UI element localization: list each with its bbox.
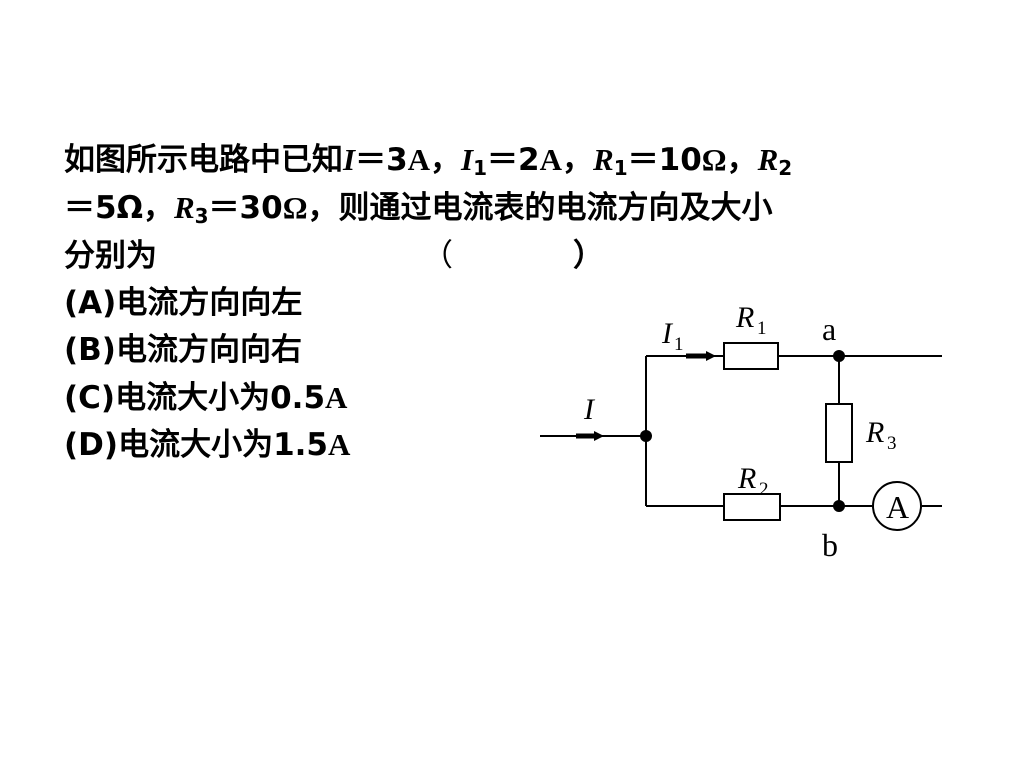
amp-unit: A [407, 142, 431, 177]
resistor-r2 [723, 493, 781, 521]
ohm-unit: Ω [282, 190, 308, 225]
junction-dots [640, 350, 845, 512]
current-arrows [576, 351, 716, 441]
current-i-value: 3 [386, 142, 408, 178]
question-line-3-text: 分别为 [64, 238, 157, 274]
junction-left-dot [640, 430, 652, 442]
label-r1: R [735, 301, 754, 334]
arrow-i1-icon [706, 351, 716, 361]
ohm-unit: Ω [701, 142, 727, 177]
equals-sign: ＝ [64, 190, 95, 226]
label-r2: R [737, 462, 756, 495]
option-label: (D) [64, 427, 119, 463]
options-list: (A)电流方向向左 (B)电流方向向右 (C)电流大小为0.5A (D)电流大小… [64, 280, 350, 468]
resistor-r1 [723, 342, 779, 370]
option-text: 电流方向向右 [115, 332, 302, 368]
junction-a-dot [833, 350, 845, 362]
resistor-r3-symbol: R [173, 190, 195, 225]
resistor-r2-subscript: 2 [778, 156, 793, 180]
node-b-label: b [822, 527, 838, 563]
current-i1-subscript: 1 [473, 156, 488, 180]
option-text: 电流大小为0.5 [115, 380, 326, 416]
question-line-1: 如图所示电路中已知I＝3A，I1＝2A，R1＝10Ω，R2 [64, 136, 984, 184]
current-i1-value: 2 [518, 142, 540, 178]
resistor-r2-value: 5 [95, 190, 117, 226]
question-line-2: ＝5Ω，R3＝30Ω，则通过电流表的电流方向及大小 [64, 184, 984, 232]
label-r1-subscript: 1 [757, 318, 767, 339]
option-text: 电流大小为1.5 [118, 427, 328, 463]
option-text: 电流方向向左 [116, 285, 303, 321]
option-a: (A)电流方向向左 [64, 280, 350, 327]
label-i: I [583, 393, 596, 426]
resistors [723, 342, 853, 521]
comma: ， [142, 190, 174, 226]
resistor-r3 [825, 403, 853, 463]
resistor-r1-symbol: R [593, 142, 614, 177]
resistor-r3-value: 30 [239, 190, 283, 226]
option-label: (A) [64, 285, 117, 321]
resistor-r1-subscript: 1 [613, 156, 628, 180]
comma: ， [562, 142, 594, 178]
comma: ， [430, 142, 462, 178]
answer-paren-close: ） [573, 238, 604, 274]
equals-sign: ＝ [487, 142, 519, 178]
label-i1-subscript: 1 [674, 334, 684, 355]
question-text: 如图所示电路中已知I＝3A，I1＝2A，R1＝10Ω，R2 ＝5Ω，R3＝30Ω… [64, 136, 984, 280]
current-i-symbol: I [343, 142, 356, 177]
label-r3: R [865, 416, 884, 449]
comma: ， [726, 142, 758, 178]
node-a-label: a [822, 311, 836, 347]
option-b: (B)电流方向向右 [64, 327, 350, 374]
option-label: (B) [64, 332, 116, 368]
equals-sign: ＝ [355, 142, 387, 178]
label-r3-subscript: 3 [887, 433, 897, 454]
question-intro: 如图所示电路中已知 [64, 142, 343, 178]
label-i1: I [661, 317, 674, 350]
option-unit: A [325, 380, 348, 415]
ammeter-icon [872, 481, 922, 531]
current-i1-symbol: I [461, 142, 474, 177]
answer-paren-open: （ [422, 238, 453, 274]
question-tail: 则通过电流表的电流方向及大小 [338, 190, 773, 226]
label-r2-subscript: 2 [759, 479, 769, 500]
option-c: (C)电流大小为0.5A [64, 374, 350, 421]
ammeter-label: A [886, 489, 909, 525]
junction-b-dot [833, 500, 845, 512]
ohm-unit: Ω [116, 190, 143, 226]
option-label: (C) [64, 380, 116, 416]
resistor-r1-value: 10 [658, 142, 702, 178]
arrow-i-icon [594, 431, 604, 441]
amp-unit: A [539, 142, 563, 177]
resistor-r3-subscript: 3 [194, 204, 209, 228]
comma: ， [307, 190, 339, 226]
resistor-r2-symbol: R [757, 142, 779, 177]
equals-sign: ＝ [627, 142, 659, 178]
question-line-3: 分别为 （ ） [64, 232, 984, 280]
option-d: (D)电流大小为1.5A [64, 421, 350, 468]
option-unit: A [328, 427, 351, 462]
equals-sign: ＝ [208, 190, 240, 226]
